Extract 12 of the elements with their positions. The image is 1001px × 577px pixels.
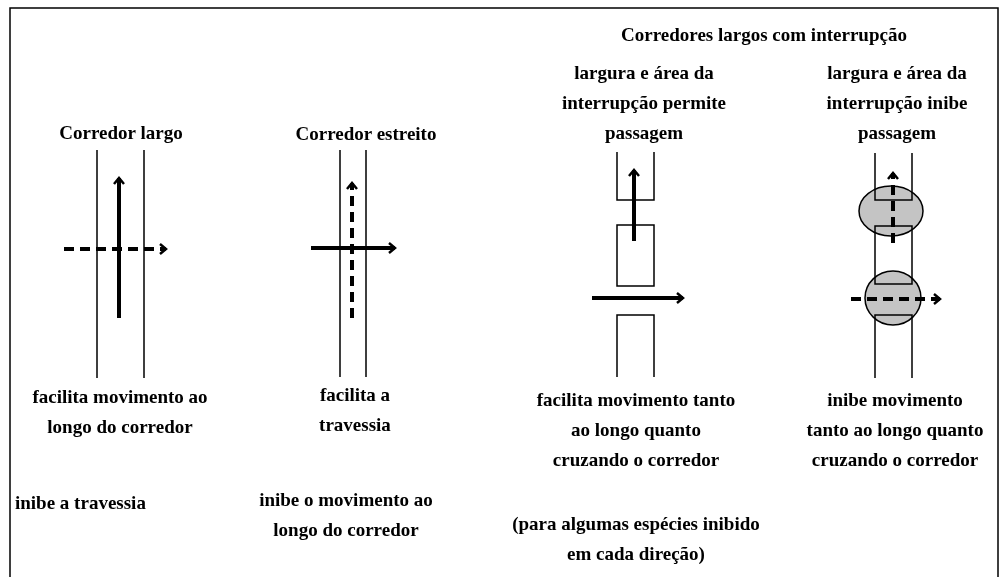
caption-text: facilita movimento ao longo do corredor <box>31 385 209 439</box>
caption-text: Corredor estreito <box>294 122 438 146</box>
caption-text: facilita movimento tanto ao longo quanto cruzando o corredor <box>535 388 737 472</box>
caption-text: inibe movimento tanto ao longo quanto cruzando o corredor <box>805 388 985 472</box>
caption-text: inibe o movimento ao longo do corredor <box>258 488 434 542</box>
caption-text: Corredores largos com interrupção <box>620 23 908 47</box>
caption-text: largura e área da interrupção permite passagem <box>560 61 728 145</box>
caption-text: facilita a travessia <box>318 383 392 437</box>
caption-text: Corredor largo <box>58 121 184 145</box>
caption-text: inibe a travessia <box>15 491 147 515</box>
caption-text: largura e área da interrupção inibe passagem <box>825 61 969 145</box>
caption-text: (para algumas espécies inibido em cada direção) <box>511 512 761 566</box>
